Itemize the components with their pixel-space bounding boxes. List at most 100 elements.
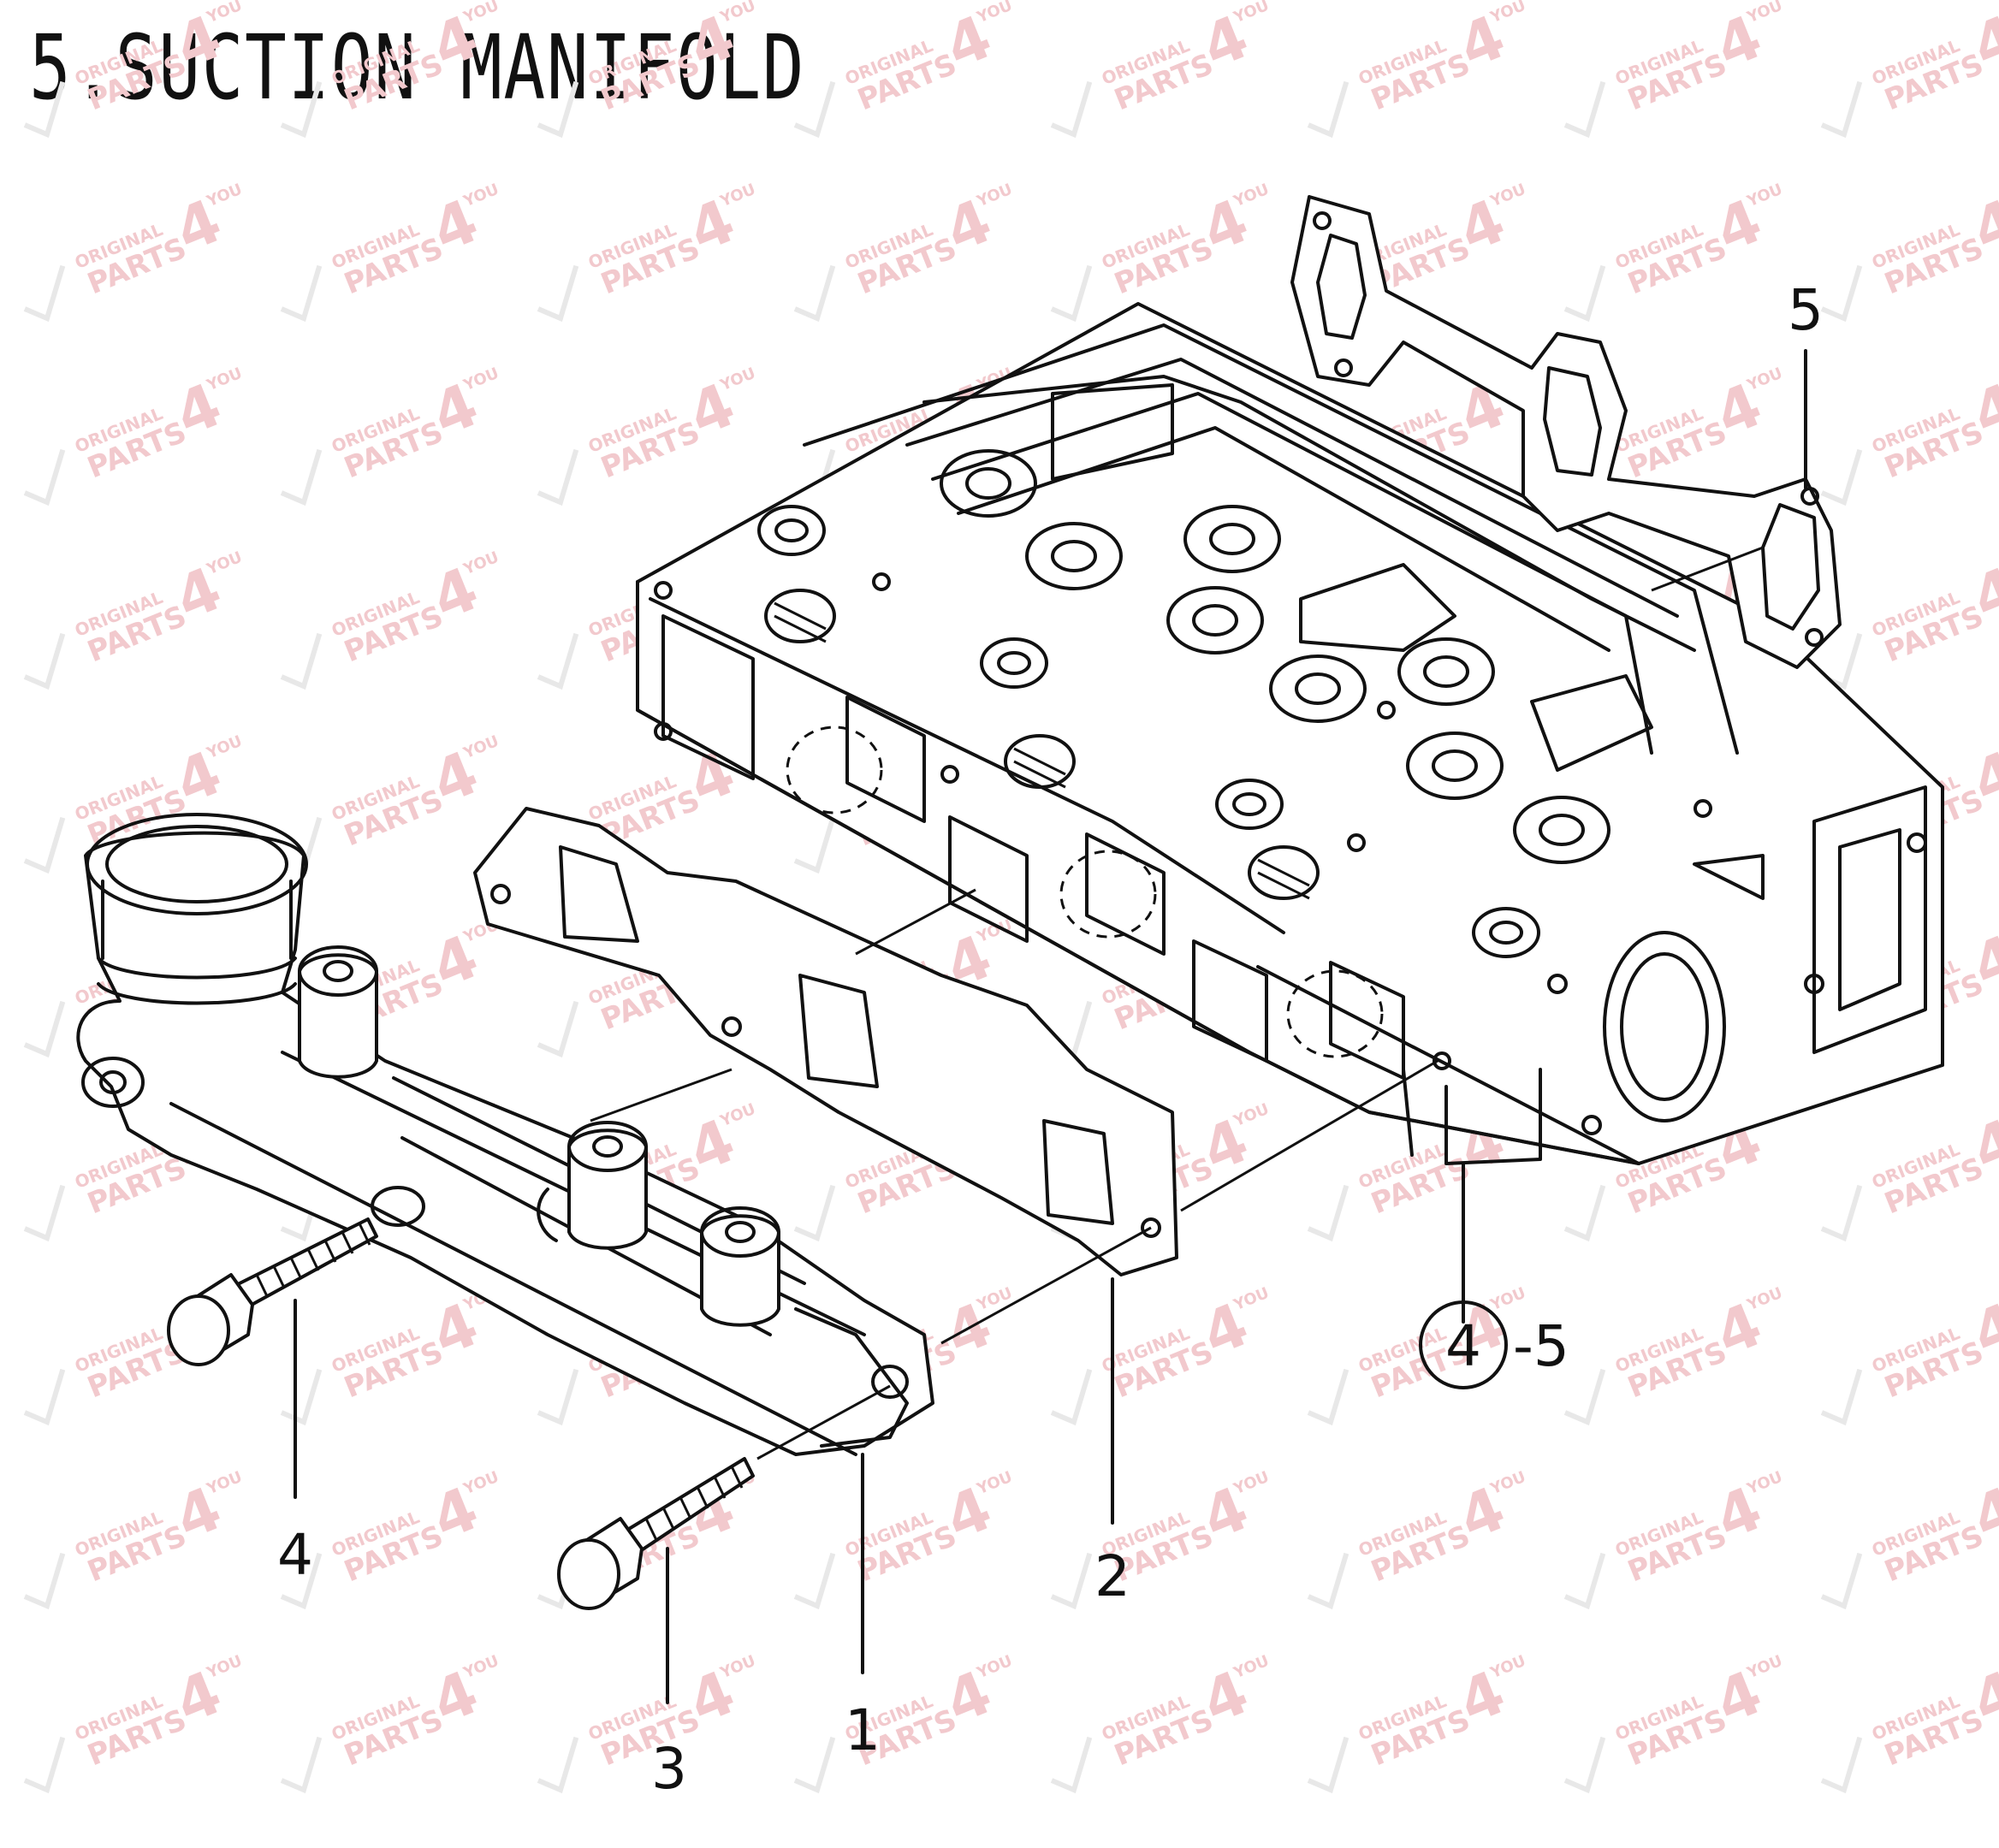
svg-text:YOU: YOU — [1487, 1284, 1528, 1315]
svg-text:YOU: YOU — [1487, 0, 1528, 27]
bolt-left — [167, 1217, 378, 1366]
svg-text:YOU: YOU — [974, 1468, 1015, 1499]
callout-5: 5 — [1788, 277, 1824, 343]
svg-text:YOU: YOU — [1744, 364, 1785, 395]
svg-text:YOU: YOU — [1231, 1284, 1272, 1315]
svg-text:YOU: YOU — [717, 1652, 758, 1683]
svg-text:YOU: YOU — [204, 1468, 245, 1499]
svg-text:YOU: YOU — [1231, 1100, 1272, 1131]
svg-text:YOU: YOU — [204, 181, 245, 211]
svg-text:YOU: YOU — [460, 0, 501, 27]
svg-text:YOU: YOU — [1231, 0, 1272, 27]
svg-text:YOU: YOU — [974, 181, 1015, 211]
svg-text:YOU: YOU — [460, 1468, 501, 1499]
svg-text:YOU: YOU — [1231, 181, 1272, 211]
svg-text:YOU: YOU — [460, 1652, 501, 1683]
callout-4-5-suffix: -5 — [1513, 1313, 1569, 1379]
svg-text:YOU: YOU — [1231, 1652, 1272, 1683]
svg-text:YOU: YOU — [204, 732, 245, 763]
svg-text:YOU: YOU — [717, 364, 758, 395]
svg-text:YOU: YOU — [460, 732, 501, 763]
callout-4: 4 — [277, 1522, 313, 1588]
svg-text:YOU: YOU — [717, 181, 758, 211]
svg-text:YOU: YOU — [717, 0, 758, 27]
bolt-front — [557, 1457, 755, 1610]
svg-text:YOU: YOU — [1744, 1284, 1785, 1315]
gasket-upper — [1290, 195, 1842, 669]
svg-text:YOU: YOU — [1231, 1468, 1272, 1499]
svg-text:YOU: YOU — [1487, 181, 1528, 211]
leader-lines — [294, 349, 1807, 1704]
svg-text:YOU: YOU — [1744, 1652, 1785, 1683]
callout-4-5-circle: 4 — [1445, 1313, 1481, 1379]
cylinder-head — [636, 302, 1944, 1165]
callout-1: 1 — [845, 1697, 881, 1763]
svg-text:YOU: YOU — [460, 181, 501, 211]
svg-text:YOU: YOU — [1487, 1652, 1528, 1683]
gasket-lower — [473, 807, 1178, 1276]
callout-circle — [1419, 1300, 1508, 1389]
svg-text:YOU: YOU — [974, 1284, 1015, 1315]
callout-2: 2 — [1094, 1543, 1130, 1609]
svg-text:YOU: YOU — [460, 548, 501, 579]
svg-text:YOU: YOU — [1487, 1468, 1528, 1499]
svg-text:YOU: YOU — [974, 1652, 1015, 1683]
callout-3: 3 — [651, 1736, 687, 1802]
svg-text:YOU: YOU — [1744, 1468, 1785, 1499]
svg-text:YOU: YOU — [204, 0, 245, 27]
svg-text:YOU: YOU — [1744, 0, 1785, 27]
svg-text:YOU: YOU — [204, 1652, 245, 1683]
svg-text:YOU: YOU — [1744, 181, 1785, 211]
svg-text:YOU: YOU — [974, 0, 1015, 27]
svg-text:YOU: YOU — [460, 364, 501, 395]
suction-manifold — [76, 813, 934, 1456]
svg-text:YOU: YOU — [204, 548, 245, 579]
diagram-title: 5.SUCTION MANIFOLD — [29, 15, 806, 120]
svg-text:YOU: YOU — [717, 1100, 758, 1131]
svg-text:YOU: YOU — [204, 364, 245, 395]
